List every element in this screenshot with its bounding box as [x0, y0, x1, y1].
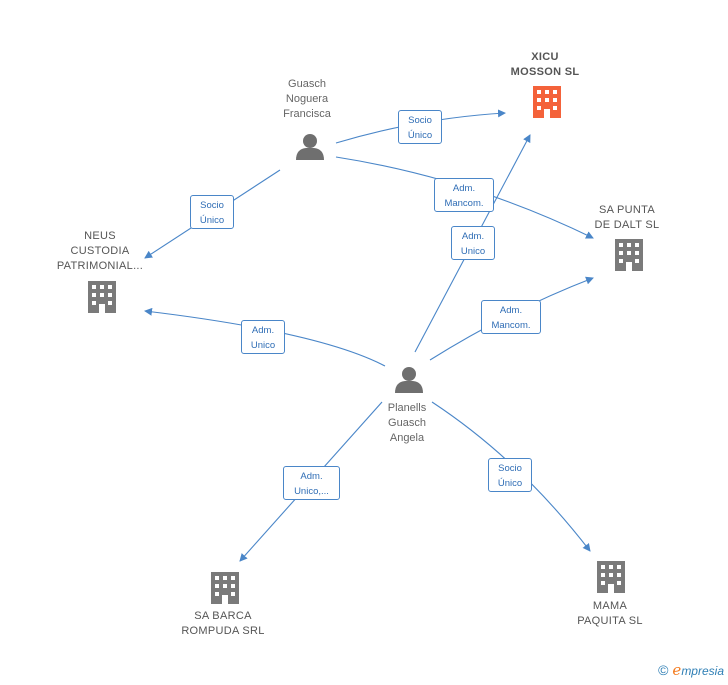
edge-planells-neus: [144, 307, 386, 367]
role-badge-guasch-xicu: Socio Único: [398, 110, 442, 144]
role-badge-guasch-sapunta: Adm. Mancom.: [434, 178, 494, 212]
person-name-guasch[interactable]: Guasch Noguera Francisca: [283, 78, 331, 120]
role-badge-planells-sapunta: Adm. Mancom.: [481, 300, 541, 334]
brand-logo-text: mpresia: [681, 664, 724, 678]
company-name-mama[interactable]: MAMA PAQUITA SL: [577, 600, 643, 627]
brand-footer: ©empresia: [658, 661, 724, 679]
person-icon: [296, 134, 324, 160]
building-icon-neus: [88, 281, 116, 313]
company-name-sapunta[interactable]: SA PUNTA DE DALT SL: [594, 204, 660, 231]
building-icon-mama: [597, 561, 625, 593]
role-badge-planells-neus: Adm. Unico: [241, 320, 285, 354]
role-badge-planells-xicu: Adm. Unico: [451, 226, 495, 260]
person-icon: [395, 367, 423, 393]
company-name-neus[interactable]: NEUS CUSTODIA PATRIMONIAL...: [56, 230, 144, 272]
role-badge-planells-mama: Socio Único: [488, 458, 532, 492]
company-name-sabarca[interactable]: SA BARCA ROMPUDA SRL: [181, 610, 265, 637]
building-icon-xicu: [533, 86, 561, 118]
role-badge-planells-sabarca: Adm. Unico,...: [283, 466, 340, 500]
brand-logo-e: e: [672, 661, 682, 679]
person-name-planells[interactable]: Planells Guasch Angela: [387, 402, 427, 444]
building-icon-sapunta: [615, 239, 643, 271]
role-badge-guasch-neus: Socio Único: [190, 195, 234, 229]
building-icon-sabarca: [211, 572, 239, 604]
copyright-symbol: ©: [658, 662, 669, 678]
company-name-xicu[interactable]: XICU MOSSON SL: [510, 51, 580, 78]
